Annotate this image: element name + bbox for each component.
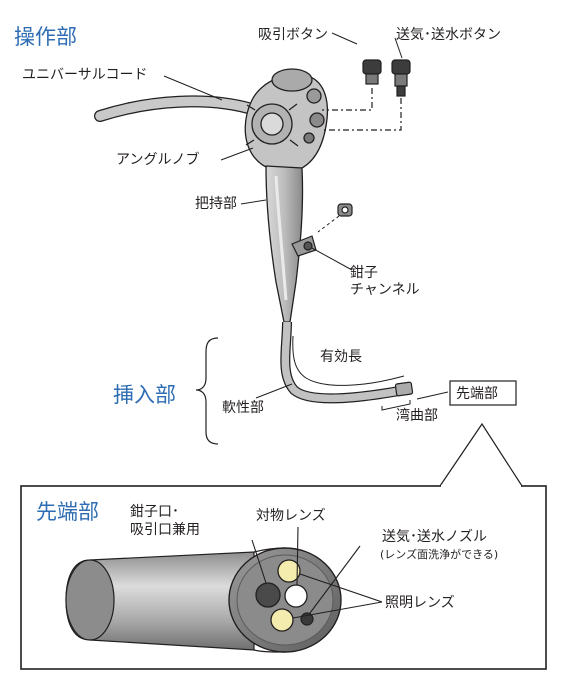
- leader-objective-lens: [296, 526, 299, 586]
- label-tip-box: 先端部: [456, 386, 498, 402]
- leader-angle-knob: [220, 147, 254, 161]
- assembly-line-air-water: [322, 98, 402, 131]
- label-objective-lens: 対物レンズ: [256, 508, 326, 524]
- tip-cylinder: [65, 551, 255, 651]
- light-lens-bottom: [270, 608, 294, 632]
- leader-air-water-button: [394, 37, 403, 59]
- label-nozzle-note: (レンズ面洗浄ができる): [380, 547, 498, 561]
- label-bending-section: 湾曲部: [396, 407, 438, 424]
- assembly-line-suction: [322, 88, 373, 111]
- label-forceps-port-line1: 鉗子口･: [130, 503, 179, 520]
- label-flexible-part: 軟性部: [222, 400, 264, 416]
- forceps-suction-port: [255, 582, 281, 608]
- label-forceps-port-line2: 吸引口兼用: [130, 522, 200, 538]
- section-heading-tip-detail: 先端部: [36, 500, 99, 524]
- leader-flexible-part: [255, 383, 293, 399]
- label-suction-button: 吸引ボタン: [258, 27, 328, 43]
- label-angle-knob: アングルノブ: [116, 151, 199, 168]
- leader-grip: [240, 199, 267, 205]
- objective-lens: [284, 584, 308, 608]
- callout-pointer: [439, 422, 523, 487]
- leader-forceps-channel: [311, 247, 353, 271]
- label-light-lens: 照明レンズ: [385, 595, 455, 611]
- forceps-valve: [337, 203, 353, 217]
- label-universal-cord: ユニバーサルコード: [22, 67, 147, 83]
- universal-cord: [94, 95, 261, 122]
- label-air-water-button: 送気･送水ボタン: [396, 27, 501, 43]
- tip-label-box: [449, 380, 517, 406]
- insertion-brace: [195, 337, 219, 445]
- label-grip: 把持部: [195, 196, 237, 212]
- tip-face-edge-bottom: [253, 649, 286, 653]
- grip-highlight: [274, 175, 288, 301]
- air-water-button: [391, 59, 411, 97]
- leader-universal-cord: [163, 75, 223, 101]
- leader-nozzle: [309, 545, 361, 614]
- forceps-assembly-line: [317, 215, 340, 233]
- leader-tip-box: [416, 391, 449, 400]
- insertion-tip: [394, 381, 414, 397]
- section-heading-operation: 操作部: [14, 25, 77, 49]
- bending-section-bracket: [381, 400, 411, 411]
- leader-light-lens-top: [299, 573, 383, 603]
- working-length-bracket: [292, 335, 405, 386]
- leader-light-lens-bottom: [292, 601, 383, 619]
- light-lens-top: [277, 559, 301, 583]
- section-heading-insertion: 挿入部: [113, 383, 176, 407]
- angle-knob: [245, 103, 299, 147]
- label-nozzle: 送気･送水ノズル: [382, 529, 487, 545]
- leader-forceps-port: [251, 539, 267, 584]
- leader-suction-button: [331, 32, 358, 45]
- insertion-tube: [280, 321, 406, 404]
- label-forceps-channel-line1: 鉗子: [350, 264, 378, 281]
- suction-button: [362, 59, 382, 85]
- label-working-length: 有効長: [320, 349, 362, 365]
- label-forceps-channel-line2: チャンネル: [350, 282, 420, 298]
